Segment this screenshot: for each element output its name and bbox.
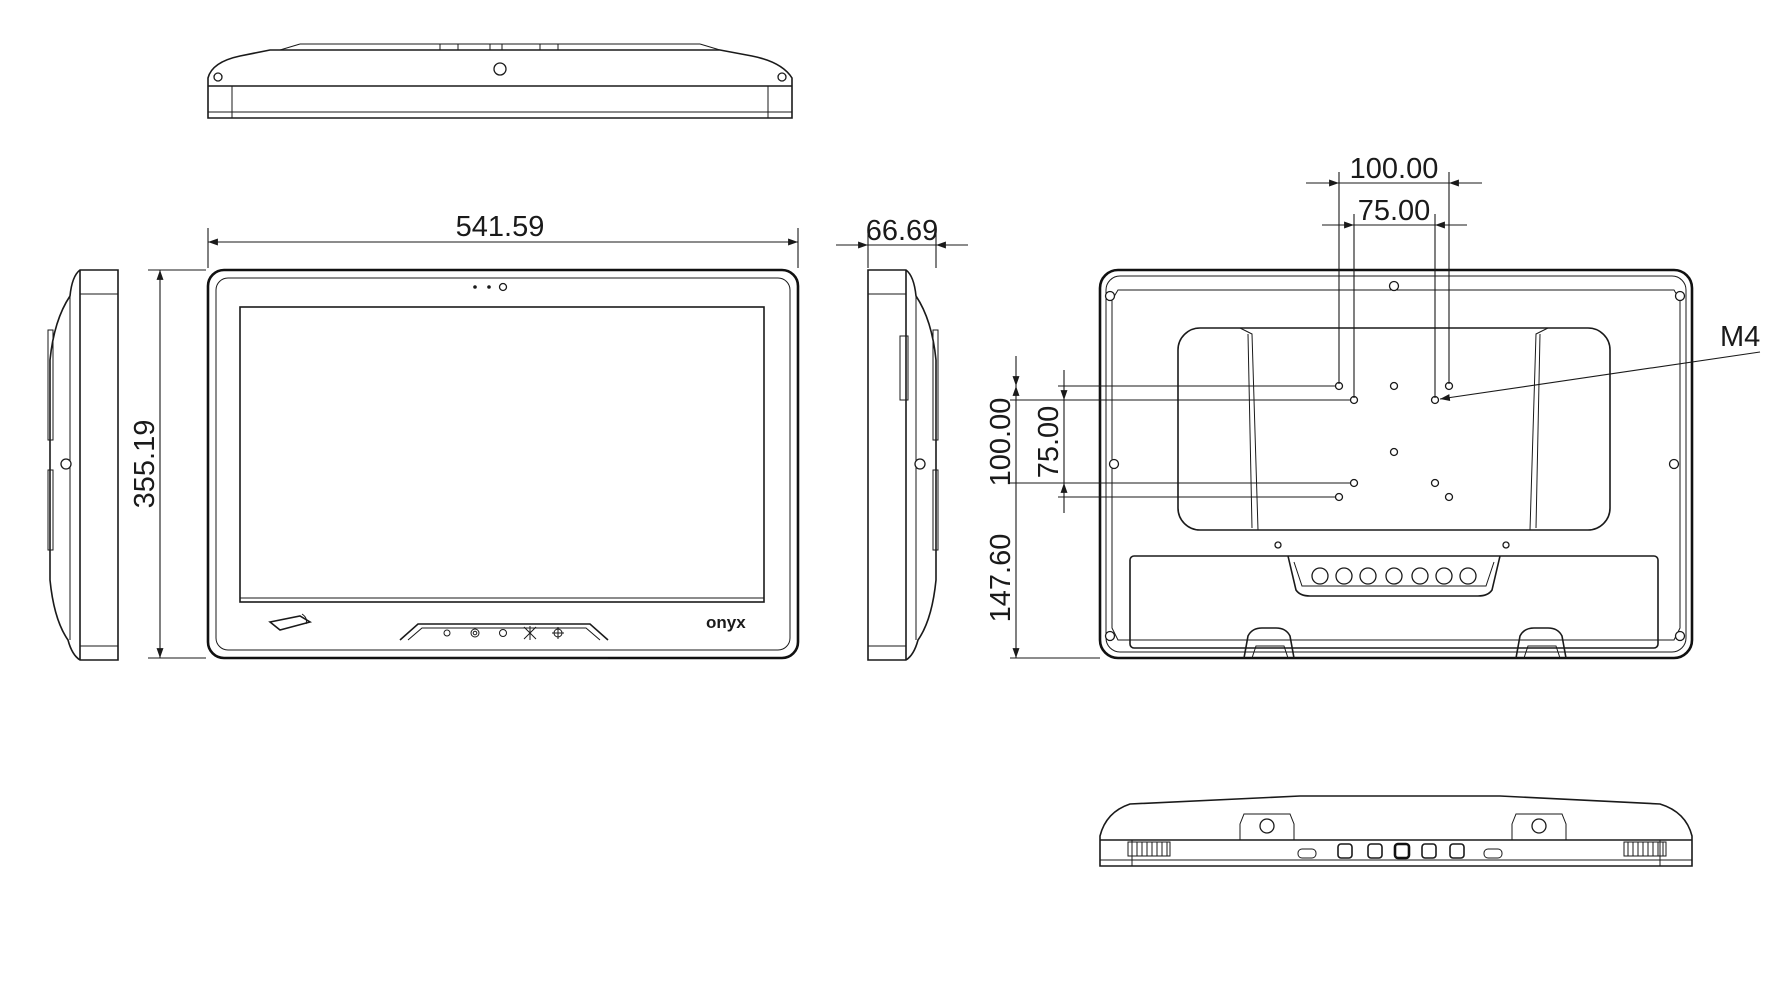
front-width-label: 541.59 (456, 211, 545, 243)
dim-front-width: 541.59 (207, 211, 799, 268)
right-side-view (867, 269, 939, 661)
dim-side-depth: 66.69 (836, 215, 968, 268)
front-height-label: 355.19 (129, 420, 161, 509)
left-side-view (47, 269, 119, 661)
vesa-outer-label: 100.00 (1350, 153, 1439, 185)
screw-thread-label: M4 (1720, 321, 1760, 353)
bottom-view (1099, 795, 1693, 867)
top-view (207, 43, 793, 119)
vesa-vertical-outer-label: 100.00 (985, 398, 1017, 487)
vesa-bottom-offset-label: 147.60 (985, 534, 1017, 623)
brand-logo: onyx (706, 613, 746, 632)
rear-view (1098, 268, 1694, 660)
front-view: onyx (206, 268, 800, 660)
dim-vesa-horizontal: 100.00 75.00 (1306, 153, 1482, 398)
side-depth-label: 66.69 (866, 215, 939, 247)
dim-front-height: 355.19 (129, 269, 206, 659)
vesa-inner-label: 75.00 (1358, 195, 1431, 227)
vesa-vertical-inner-label: 75.00 (1033, 406, 1065, 479)
m4-leader: M4 (1439, 321, 1760, 401)
dim-vesa-vertical: 100.00 75.00 147.60 (985, 356, 1351, 659)
